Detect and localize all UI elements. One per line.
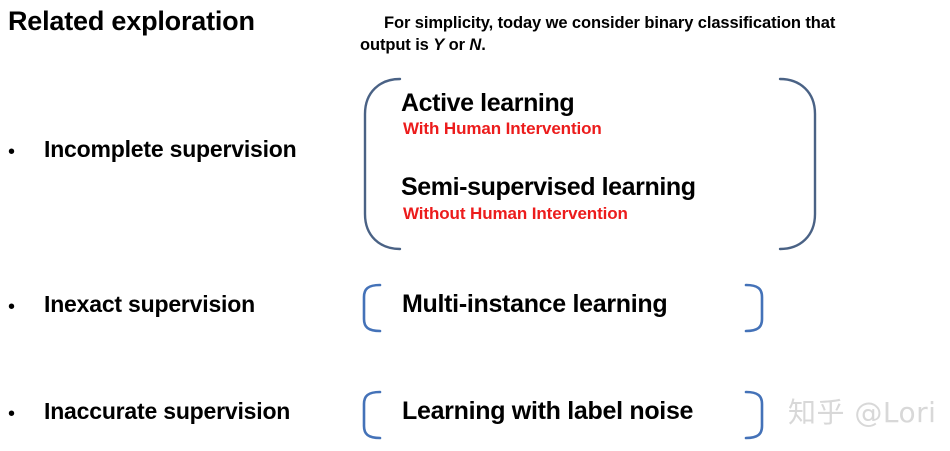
item-title-learning-with-label-noise: Learning with label noise	[402, 397, 694, 425]
bracket-left-inaccurate	[358, 390, 384, 440]
item-title-multi-instance-learning: Multi-instance learning	[402, 290, 668, 318]
bullet-marker-row-3: •	[8, 403, 16, 425]
item-subtitle-with-human-intervention: With Human Intervention	[403, 119, 602, 138]
bracket-right-inexact	[742, 283, 768, 333]
bracket-right-large	[778, 76, 822, 252]
item-subtitle-without-human-intervention: Without Human Intervention	[403, 204, 628, 223]
note-line-2-suffix: .	[481, 36, 486, 55]
note-symbol-n: N	[469, 36, 482, 55]
item-title-semi-supervised-learning: Semi-supervised learning	[401, 173, 696, 201]
bracket-right-inaccurate	[742, 390, 768, 440]
row-label-inaccurate-supervision: Inaccurate supervision	[44, 398, 291, 424]
note-symbol-y: Y	[433, 36, 445, 55]
bracket-left-inexact	[358, 283, 384, 333]
page-title: Related exploration	[8, 6, 255, 36]
row-label-incomplete-supervision: Incomplete supervision	[44, 136, 297, 162]
item-title-active-learning: Active learning	[401, 89, 575, 117]
bracket-left-large	[358, 76, 402, 252]
note-line-2-prefix: output is	[360, 36, 434, 55]
watermark-text: 知乎 @Lori	[788, 396, 937, 429]
row-label-inexact-supervision: Inexact supervision	[44, 291, 255, 317]
note-text: For simplicity, today we consider binary…	[360, 12, 928, 57]
bullet-marker-row-2: •	[8, 296, 16, 318]
bullet-marker-row-1: •	[8, 141, 16, 163]
note-line-1: For simplicity, today we consider binary…	[384, 14, 836, 32]
note-line-2-mid: or	[444, 36, 470, 55]
